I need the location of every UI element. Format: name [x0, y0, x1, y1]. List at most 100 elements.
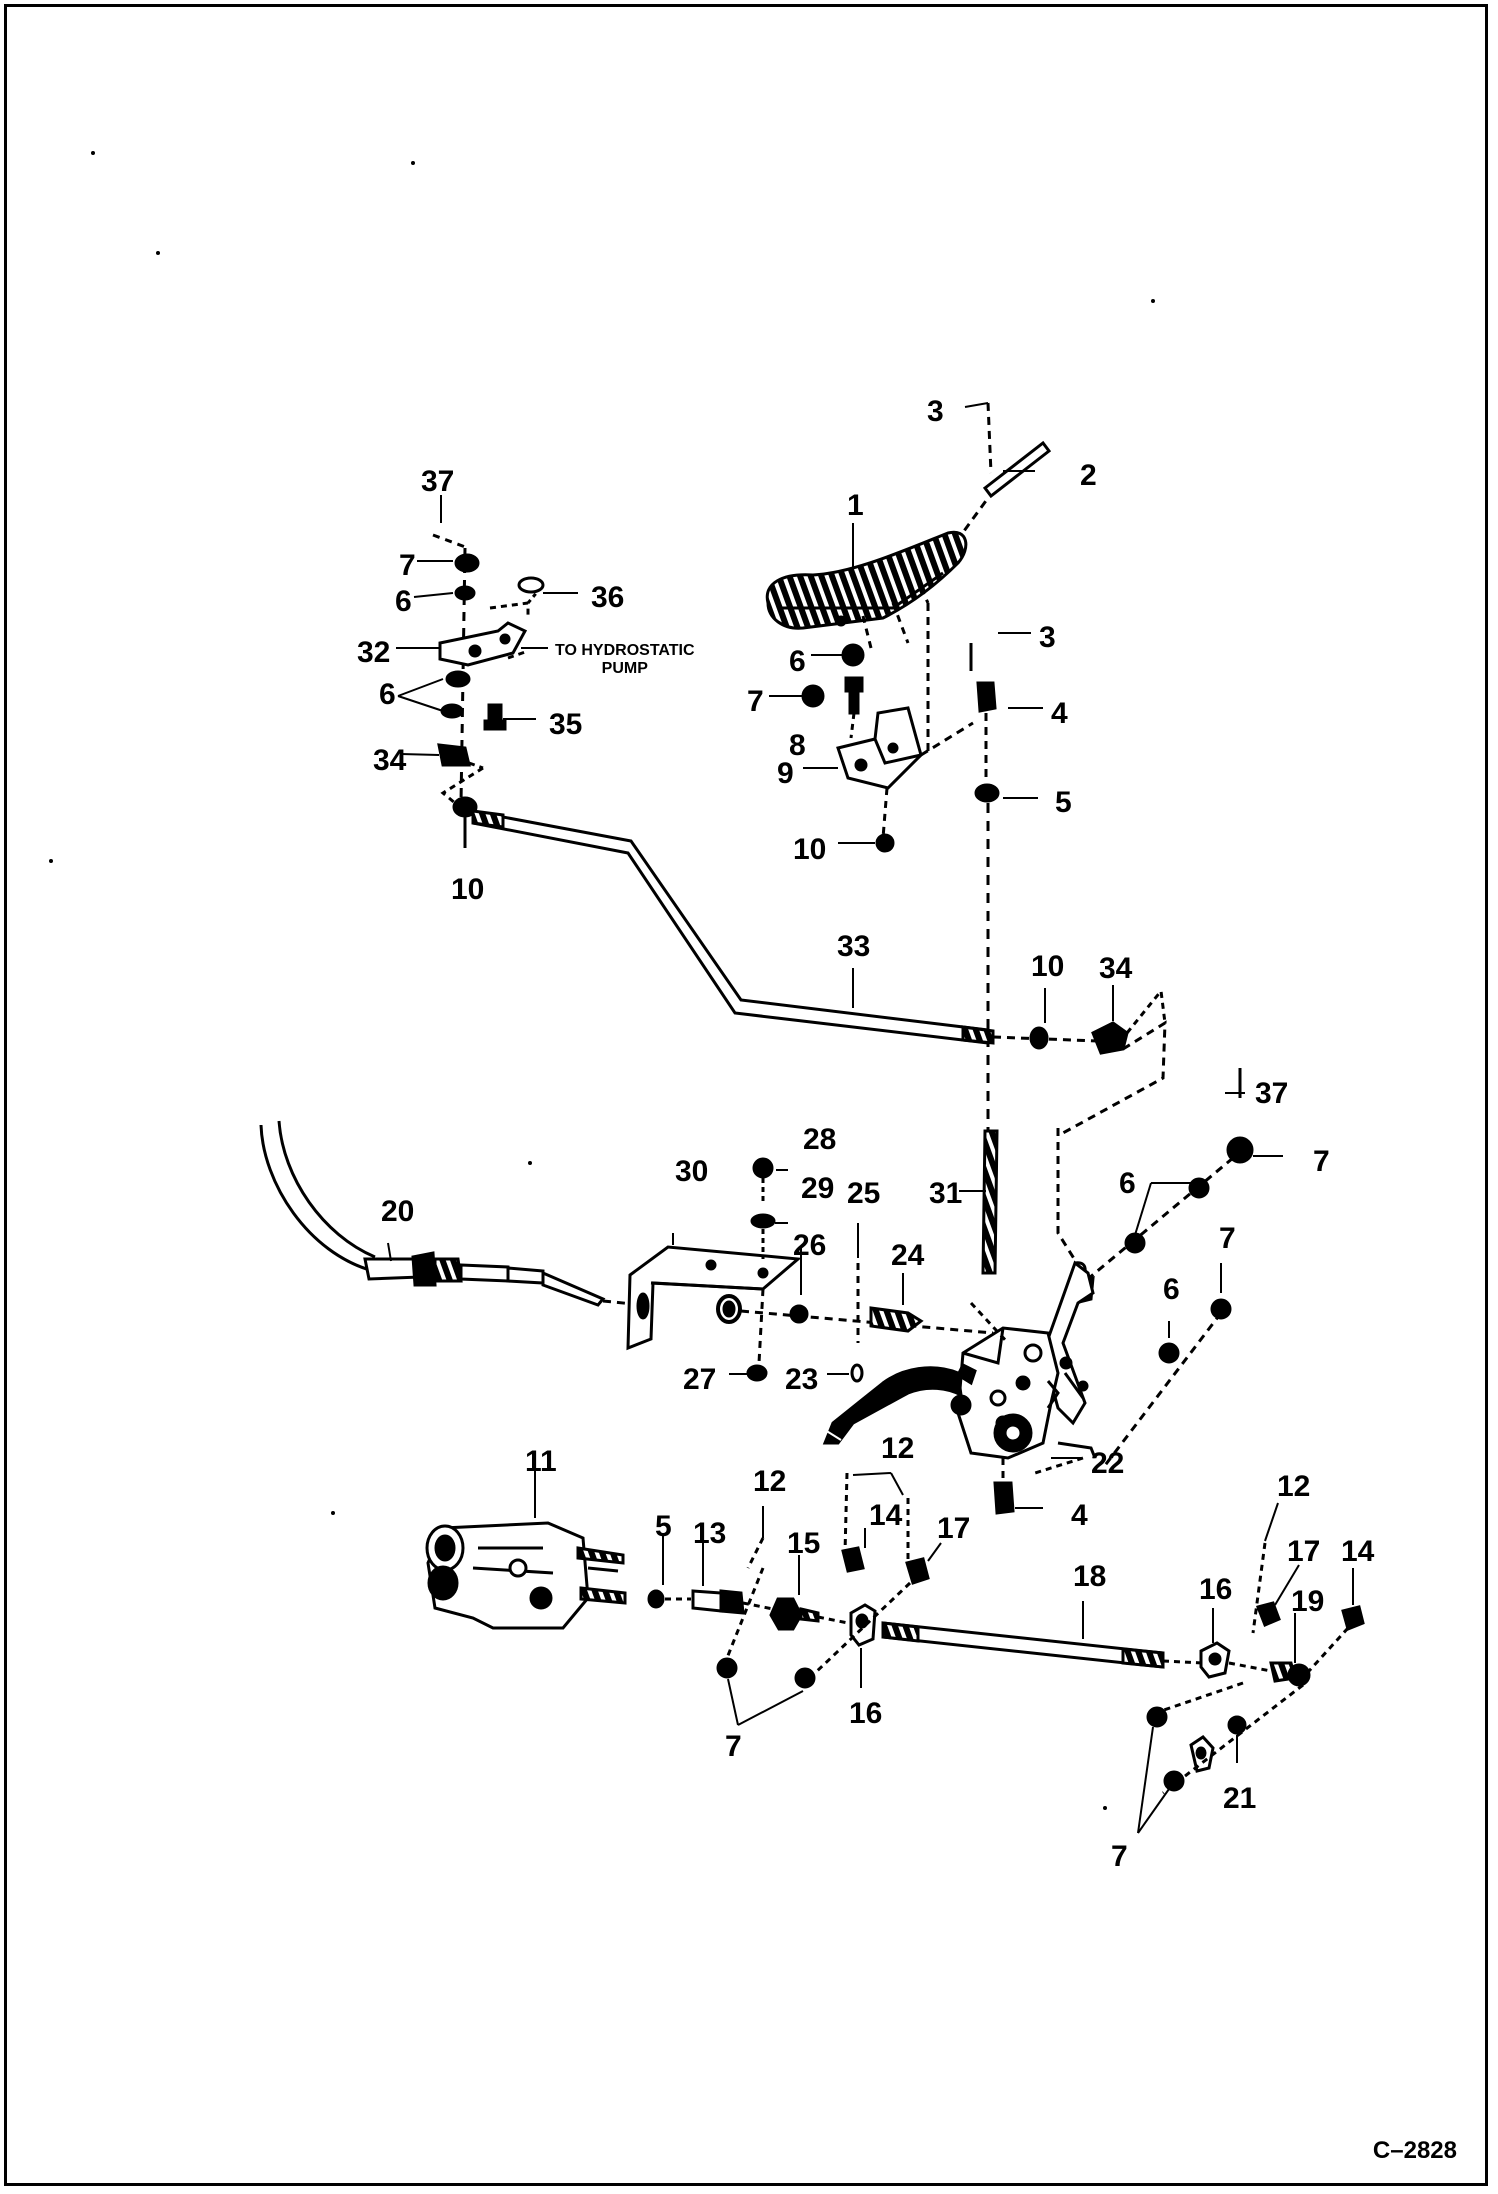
callout-1: 1 [847, 489, 864, 522]
callout-20: 20 [381, 1195, 415, 1228]
bolt-35 [483, 703, 507, 731]
rod-33 [470, 809, 1167, 1135]
cable-bracket-group [259, 1120, 999, 1383]
pin-23 [850, 1363, 864, 1383]
bolt-15 [769, 1597, 803, 1631]
hydrostatic-pump-note: TO HYDROSTATIC PUMP [555, 642, 695, 679]
ball-joint-34-rod [1091, 1021, 1129, 1055]
callout-10-pedal: 10 [793, 833, 827, 866]
callout-17-right: 17 [1287, 1535, 1321, 1568]
nut-7-lower-b [794, 1667, 816, 1689]
bolt-28 [752, 1157, 774, 1179]
callout-12-right: 12 [1277, 1470, 1311, 1503]
callout-21: 21 [1223, 1782, 1257, 1815]
callout-18: 18 [1073, 1560, 1107, 1593]
callout-17-left: 17 [937, 1512, 971, 1545]
callout-7-lower-right: 7 [1111, 1840, 1128, 1873]
callout-27: 27 [683, 1363, 717, 1396]
nut-10-upper [452, 796, 478, 818]
nut-10-rod [1029, 1026, 1049, 1050]
callout-31: 31 [929, 1177, 963, 1210]
screw-14-left [841, 1546, 865, 1573]
nut-7-right-b [1210, 1298, 1232, 1320]
washer-29 [750, 1213, 776, 1229]
pedal-arm [822, 1366, 963, 1445]
control-lever-assembly [822, 1068, 1283, 1515]
nut-7-upper [454, 553, 480, 573]
note-line-1: TO HYDROSTATIC [555, 642, 695, 659]
callout-37-right: 37 [1255, 1077, 1289, 1110]
screw-17-left [905, 1557, 930, 1585]
nut-7-right [1226, 1136, 1254, 1164]
pin-24 [869, 1306, 924, 1333]
callout-7-pedal: 7 [747, 685, 764, 718]
callout-9: 9 [777, 757, 794, 790]
callout-2: 2 [1080, 459, 1097, 492]
drawing-frame: 37 7 6 36 32 6 35 34 10 3 2 1 3 4 6 7 8 … [4, 4, 1488, 2186]
callout-26: 26 [793, 1229, 827, 1262]
block-4-upper [976, 681, 997, 713]
callout-10-upper: 10 [451, 873, 485, 906]
callout-8: 8 [789, 729, 806, 762]
nut-10-pedal [875, 833, 895, 853]
callout-28: 28 [803, 1123, 837, 1156]
callout-33: 33 [837, 930, 871, 963]
exploded-parts-diagram [49, 151, 1365, 1834]
washer-6-mid-b [440, 703, 464, 719]
callout-16-left: 16 [849, 1697, 883, 1730]
callout-14-left: 14 [869, 1499, 903, 1532]
callout-4-lower: 4 [1071, 1499, 1088, 1532]
callout-12-left: 12 [753, 1465, 787, 1498]
callout-34-upper: 34 [373, 744, 407, 777]
callout-12-mid: 12 [881, 1432, 915, 1465]
nut-7-lower-c [1146, 1706, 1168, 1728]
callout-13: 13 [693, 1517, 727, 1550]
threaded-rod-18 [881, 1621, 1165, 1669]
callout-5-lower: 5 [655, 1510, 672, 1543]
callout-7-right-b: 7 [1219, 1222, 1236, 1255]
hydrostatic-linkage-group [396, 495, 578, 848]
washer-6-right-b [1124, 1232, 1146, 1254]
callout-10-rod: 10 [1031, 950, 1065, 983]
callout-22: 22 [1091, 1447, 1125, 1480]
callout-29: 29 [801, 1172, 835, 1205]
callout-34-rod: 34 [1099, 952, 1133, 985]
callout-6-right: 6 [1119, 1167, 1136, 1200]
clip-36 [517, 576, 545, 594]
pedal-1 [765, 530, 968, 630]
callout-11: 11 [525, 1445, 557, 1478]
callout-14-right: 14 [1341, 1535, 1375, 1568]
specks [49, 151, 1155, 1810]
note-line-2: PUMP [601, 660, 648, 678]
callout-32: 32 [357, 636, 391, 669]
block-4-lower [993, 1481, 1015, 1515]
callout-16-right: 16 [1199, 1573, 1233, 1606]
callout-3-top: 3 [927, 395, 944, 428]
callout-6-right-c: 6 [1163, 1273, 1180, 1306]
pin-2 [982, 440, 1052, 499]
screw-14-right [1341, 1605, 1365, 1632]
callout-7-lower-left: 7 [725, 1730, 742, 1763]
callout-5-upper: 5 [1055, 786, 1072, 819]
callout-3-mid: 3 [1039, 621, 1056, 654]
sleeve-13 [691, 1589, 723, 1613]
callout-4-upper: 4 [1051, 697, 1068, 730]
drawing-code: C–2828 [1372, 2137, 1457, 2164]
callout-23: 23 [785, 1363, 819, 1396]
washer-6-mid-a [445, 670, 471, 688]
callout-6-upper: 6 [395, 585, 412, 618]
callout-25: 25 [847, 1177, 881, 1210]
callout-35: 35 [549, 708, 583, 741]
lower-linkage-group [425, 1471, 1365, 1834]
callout-7-right: 7 [1313, 1145, 1330, 1178]
washer-6-upper [454, 585, 476, 601]
callout-7-upper: 7 [399, 549, 416, 582]
nut-27 [746, 1364, 768, 1382]
screw-17-right [1255, 1601, 1281, 1627]
callout-6-pedal: 6 [789, 645, 806, 678]
nut-7-lower-a [716, 1657, 738, 1679]
callout-6-mid: 6 [379, 678, 396, 711]
washer-6-right-c [1158, 1342, 1180, 1364]
nut-7-lower-d [1163, 1770, 1185, 1792]
callout-15: 15 [787, 1527, 821, 1560]
